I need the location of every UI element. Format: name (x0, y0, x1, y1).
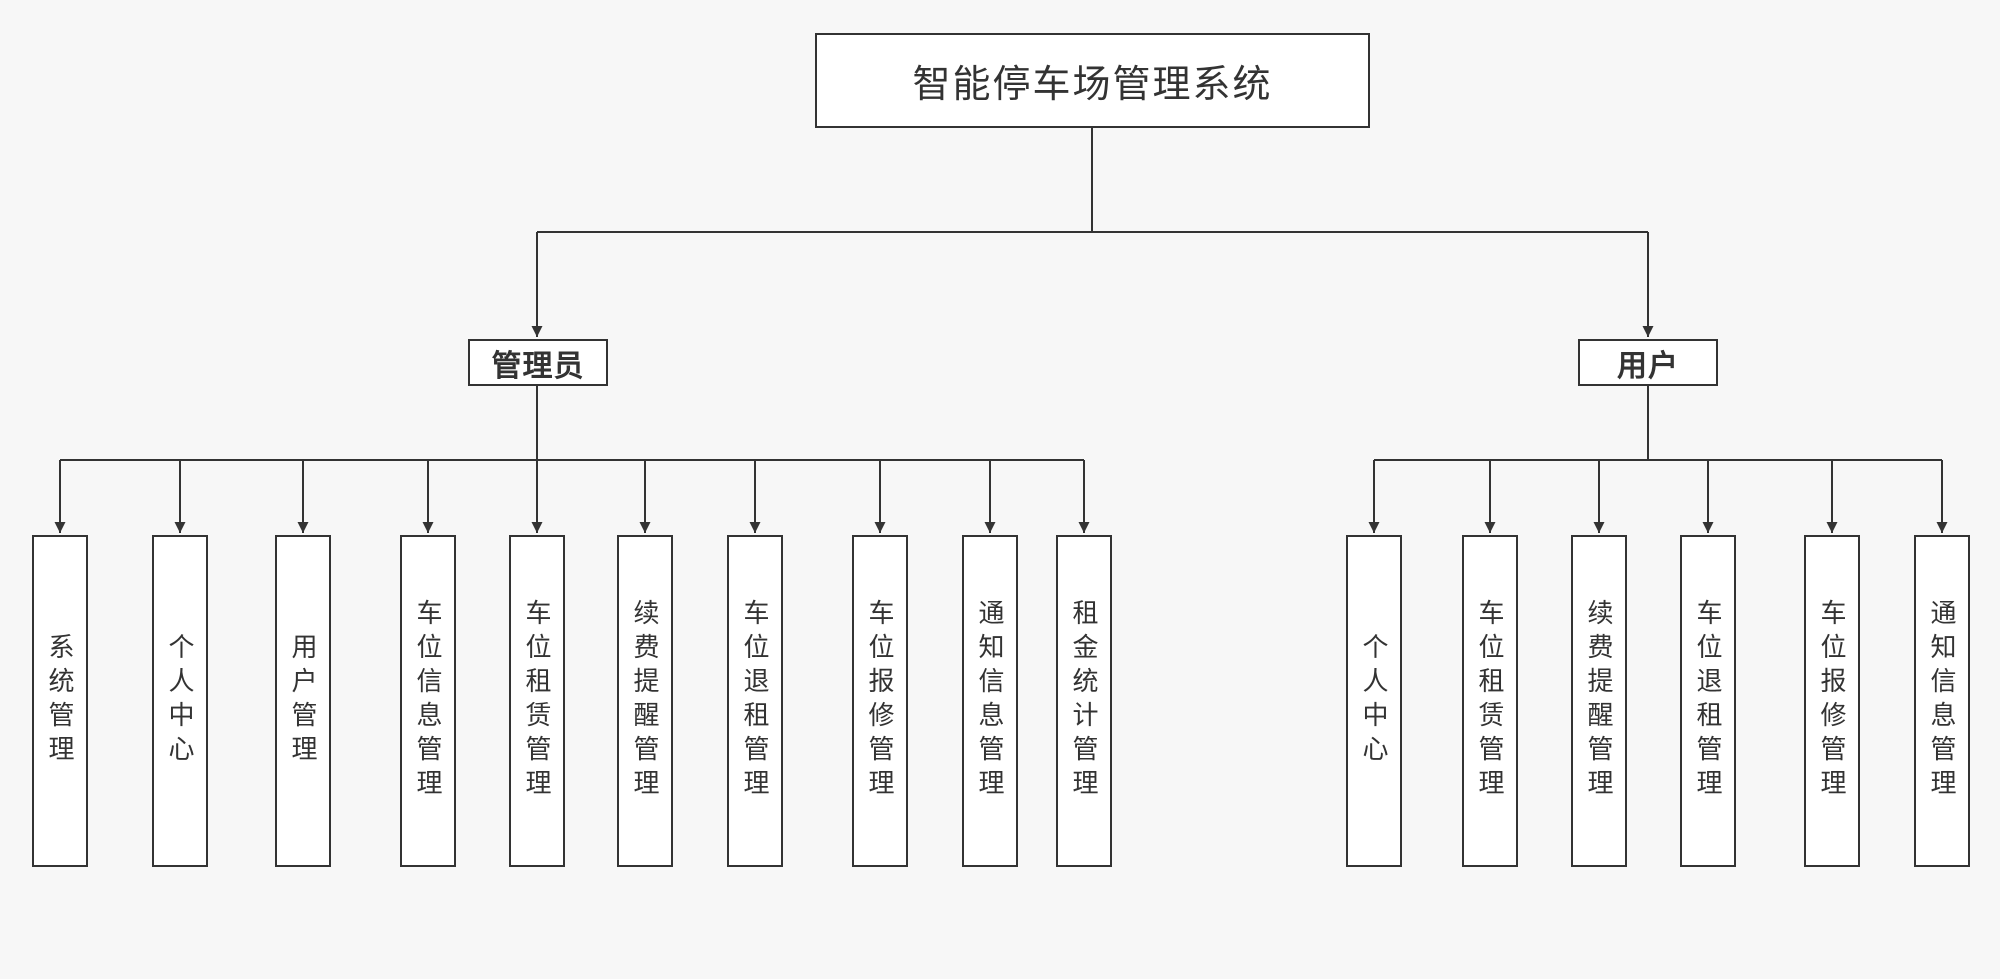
user-leaf-notice-info-management: 通知信息管理 (1914, 535, 1970, 867)
leaf-label: 续费提醒管理 (1584, 599, 1614, 803)
leaf-label: 车位租赁管理 (1475, 599, 1505, 803)
admin-leaf-space-info-management: 车位信息管理 (400, 535, 456, 867)
admin-leaf-lease-termination-management: 车位退租管理 (727, 535, 783, 867)
leaf-label: 通知信息管理 (975, 599, 1005, 803)
branch-node-user: 用户 (1578, 339, 1718, 386)
admin-leaf-notice-info-management: 通知信息管理 (962, 535, 1018, 867)
leaf-label: 用户管理 (288, 633, 318, 769)
leaf-label: 车位租赁管理 (522, 599, 552, 803)
root-node-label: 智能停车场管理系统 (912, 64, 1273, 106)
admin-leaf-space-rental-management: 车位租赁管理 (509, 535, 565, 867)
leaf-label: 续费提醒管理 (630, 599, 660, 803)
admin-leaf-system-management: 系统管理 (32, 535, 88, 867)
leaf-label: 车位报修管理 (865, 599, 895, 803)
leaf-label: 通知信息管理 (1927, 599, 1957, 803)
user-leaf-lease-termination-management: 车位退租管理 (1680, 535, 1736, 867)
branch-node-user-label: 用户 (1617, 349, 1679, 383)
admin-leaf-renewal-reminder-management: 续费提醒管理 (617, 535, 673, 867)
leaf-label: 系统管理 (45, 633, 75, 769)
leaf-label: 个人中心 (165, 633, 195, 769)
admin-leaf-user-management: 用户管理 (275, 535, 331, 867)
admin-leaf-rent-statistics-management: 租金统计管理 (1056, 535, 1112, 867)
admin-leaf-repair-report-management: 车位报修管理 (852, 535, 908, 867)
leaf-label: 个人中心 (1359, 633, 1389, 769)
branch-node-admin-label: 管理员 (491, 349, 585, 383)
user-leaf-renewal-reminder-management: 续费提醒管理 (1571, 535, 1627, 867)
leaf-label: 车位信息管理 (413, 599, 443, 803)
root-node: 智能停车场管理系统 (815, 33, 1370, 128)
leaf-label: 车位报修管理 (1817, 599, 1847, 803)
user-leaf-space-rental-management: 车位租赁管理 (1462, 535, 1518, 867)
user-leaf-repair-report-management: 车位报修管理 (1804, 535, 1860, 867)
leaf-label: 车位退租管理 (1693, 599, 1723, 803)
admin-leaf-personal-center: 个人中心 (152, 535, 208, 867)
leaf-label: 租金统计管理 (1069, 599, 1099, 803)
leaf-label: 车位退租管理 (740, 599, 770, 803)
branch-node-admin: 管理员 (468, 339, 608, 386)
user-leaf-personal-center: 个人中心 (1346, 535, 1402, 867)
